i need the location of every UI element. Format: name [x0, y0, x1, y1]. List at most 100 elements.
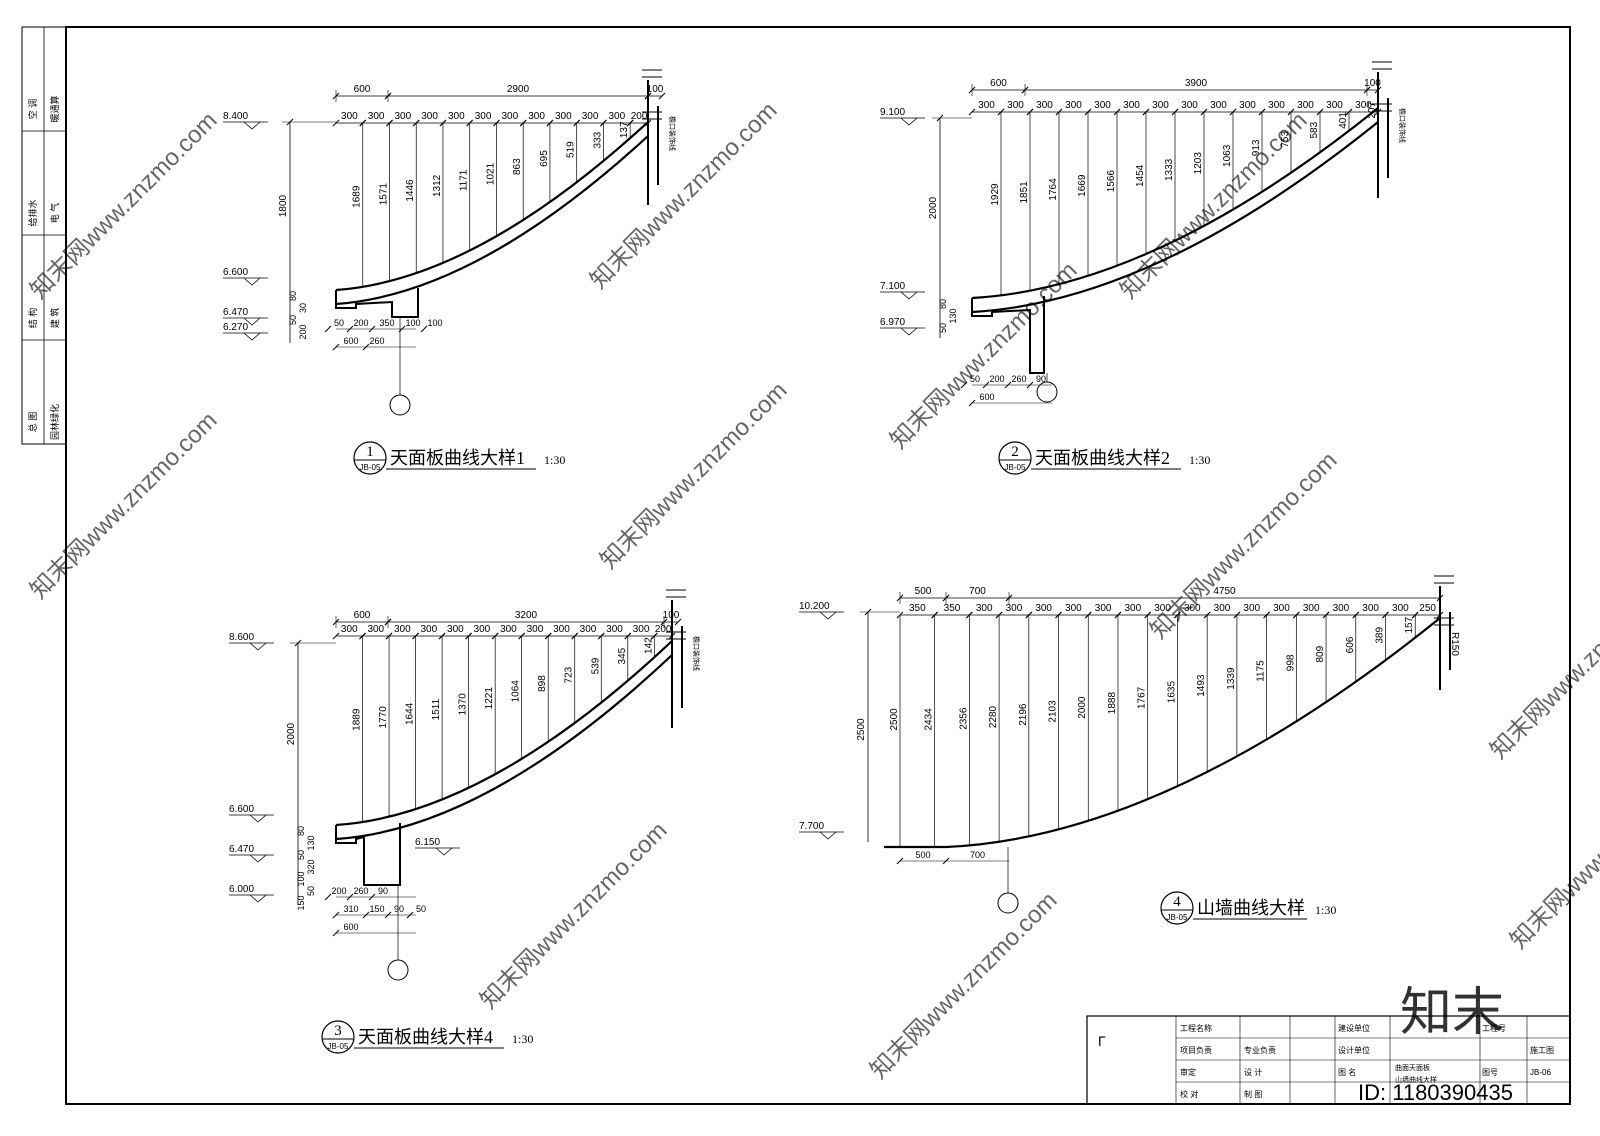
detail-sheet-ref: JB-05: [1167, 913, 1188, 922]
height-label: 1339: [1226, 667, 1237, 690]
detail-sheet-ref: JB-05: [360, 463, 381, 472]
spacing-dim: 300: [1095, 603, 1112, 614]
bottom-dim: 100: [405, 318, 420, 328]
axis-bubble: [387, 959, 409, 981]
left-dims: 2500: [856, 608, 900, 842]
height-label: 333: [592, 131, 603, 148]
detail-title-text: 天面板曲线大样4: [358, 1027, 493, 1047]
height-label: 2196: [1018, 703, 1029, 726]
height-label: 1446: [405, 179, 416, 202]
dim-tick: [362, 343, 370, 351]
dim-tick: [658, 92, 666, 100]
curve-bottom: [335, 654, 673, 841]
spacing-dim: 300: [447, 624, 464, 635]
dim-tick: [362, 911, 370, 919]
spacing-dim: 300: [341, 111, 358, 122]
dim-tick: [982, 381, 990, 389]
level-label: 6.470: [229, 844, 254, 855]
level-label: 6.270: [223, 322, 248, 333]
top-dim: 3200: [515, 610, 538, 621]
axis-bubble: [997, 892, 1019, 914]
left-dim-main: 2000: [928, 196, 939, 219]
level-triangle: [900, 117, 918, 126]
bottom-dim: 200: [989, 374, 1004, 384]
level-marker: 8.600: [229, 632, 274, 651]
spacing-dim: 300: [1184, 603, 1201, 614]
bottom-dim: 90: [394, 904, 404, 914]
spacing-dim: 300: [1152, 100, 1169, 111]
bottom-dim: 200: [331, 886, 346, 896]
left-dim-small: 200: [298, 324, 308, 339]
bottom-dim: 700: [970, 850, 985, 860]
left-dim-small: 50: [306, 886, 316, 896]
tb-drawing-name: 山墙曲线大样: [1395, 1075, 1437, 1084]
height-label: 809: [1315, 645, 1326, 662]
bottom-dim: 50: [334, 318, 344, 328]
height-label: 863: [512, 158, 523, 175]
height-label: 2356: [958, 707, 969, 730]
tb-cell: 项目负责: [1180, 1045, 1212, 1055]
level-label: 9.100: [880, 107, 905, 118]
level-triangle: [249, 854, 267, 863]
bottom-dim: 600: [343, 336, 358, 346]
detail-number: 3: [334, 1023, 342, 1039]
bottom-dim: 310: [343, 904, 358, 914]
spacing-dim: 300: [633, 624, 650, 635]
bottom-dim: 90: [378, 886, 388, 896]
top-dim: 4750: [1213, 586, 1236, 597]
level-marker: 6.000: [229, 884, 274, 903]
tb-cell: 图 名: [1338, 1067, 1356, 1077]
bottom-dim: 600: [979, 392, 994, 402]
spacing-dim: 300: [1094, 100, 1111, 111]
level-marker: 6.600: [229, 804, 274, 823]
spacing-dim: 300: [553, 624, 570, 635]
spacing-dim: 300: [1303, 603, 1320, 614]
level-label: 6.970: [880, 317, 905, 328]
height-label: 2000: [1077, 696, 1088, 719]
spacing-dim: 300: [1123, 100, 1140, 111]
dim-tick: [324, 893, 332, 901]
top-dim: 100: [647, 84, 664, 95]
spacing-dim: 300: [1333, 603, 1350, 614]
level-marker: 6.600: [223, 267, 268, 286]
spacing-dim: 300: [341, 624, 358, 635]
spacing-dim: 300: [1006, 603, 1023, 614]
detail-sheet-ref: JB-05: [328, 1042, 349, 1051]
height-label: 345: [617, 647, 628, 664]
detail-d3: 6003200100300300300300300300300300300300…: [229, 589, 701, 1054]
dim-tick: [324, 325, 332, 333]
eave-beam-profile: [971, 296, 1045, 374]
height-label: 1175: [1256, 660, 1267, 682]
tb-drawing-name: 曲面天面板: [1395, 1063, 1430, 1072]
height-label: 723: [564, 666, 575, 683]
spacing-dim: 300: [395, 111, 412, 122]
dim-tick: [294, 639, 302, 647]
level-marker: 8.400: [223, 111, 268, 130]
spacing-dim: 300: [1273, 603, 1290, 614]
detail-scale: 1:30: [512, 1032, 533, 1046]
left-dim-small: 100: [296, 871, 306, 886]
detail-title: 3JB-05 天面板曲线大样4 1:30: [321, 1020, 533, 1054]
tb-cell: 专业负责: [1244, 1045, 1276, 1055]
spacing-dim: 300: [500, 624, 517, 635]
spacing-dim: 300: [501, 111, 518, 122]
level-label: 8.400: [223, 111, 248, 122]
strip-role: 空 调: [27, 99, 38, 120]
height-label: 1493: [1196, 674, 1207, 697]
level-triangle: [900, 327, 918, 336]
axis-bubble: [389, 394, 411, 416]
height-label: 1064: [511, 680, 522, 703]
tb-cell: 图号: [1482, 1068, 1498, 1077]
dim-tick: [968, 399, 976, 407]
bottom-dim: 350: [379, 318, 394, 328]
spacing-dim: 300: [474, 624, 491, 635]
height-label: 1454: [1135, 164, 1146, 187]
detail-title-text: 天面板曲线大样1: [390, 448, 525, 468]
watermark-logo: 知末: [1400, 984, 1504, 1042]
